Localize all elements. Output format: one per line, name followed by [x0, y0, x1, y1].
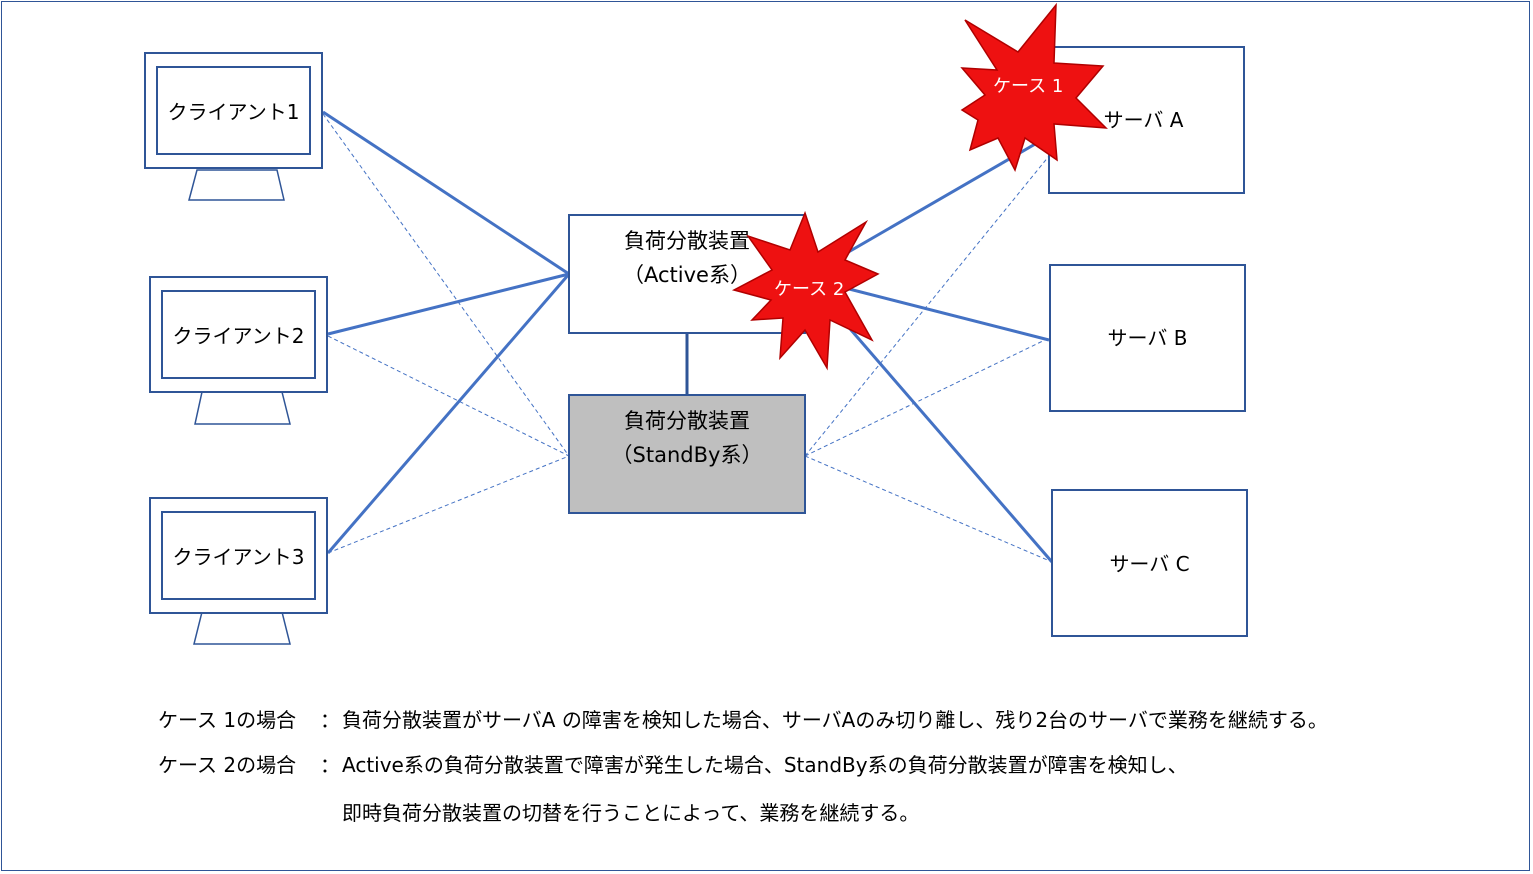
link-client3-active — [326, 273, 571, 554]
load-balancer-standby: 負荷分散装置 （StandBy系） — [568, 394, 806, 514]
link-client2-active — [327, 272, 570, 336]
dashed-link-standby-serverB — [804, 337, 1050, 457]
note-case1-separator: ： — [320, 708, 340, 732]
standby-lb-name: 負荷分散装置 — [624, 409, 750, 433]
note-case2-title: ケース 2の場合 — [158, 753, 297, 777]
client3-label: クライアント3 — [161, 511, 316, 600]
note-case1-text: 負荷分散装置がサーバA の障害を検知した場合、サーバAのみ切り離し、残り2台のサ… — [342, 708, 1328, 732]
active-lb-name: 負荷分散装置 — [624, 229, 750, 253]
dashed-link-standby-serverA — [804, 155, 1050, 457]
case2-label: ケース 2 — [774, 279, 845, 300]
client2-monitor-icon: クライアント2 — [149, 276, 328, 393]
server-a-label: サーバ A — [1103, 107, 1184, 132]
client1-stand-icon — [188, 169, 285, 201]
dashed-link-client1-standby — [322, 113, 570, 457]
dashed-link-client3-standby — [327, 455, 570, 554]
server-c: サーバ C — [1051, 489, 1248, 637]
case2-burst-icon — [731, 210, 880, 371]
client2-label: クライアント2 — [161, 290, 316, 379]
note-case2-text: Active系の負荷分散装置で障害が発生した場合、StandBy系の負荷分散装置… — [342, 753, 1188, 777]
note-case2-separator: ： — [320, 753, 340, 777]
server-b: サーバ B — [1049, 264, 1246, 412]
client1-monitor-icon: クライアント1 — [144, 52, 323, 169]
dashed-link-standby-serverC — [804, 455, 1053, 563]
note-case1-title: ケース 1の場合 — [158, 708, 297, 732]
server-c-label: サーバ C — [1109, 551, 1190, 576]
dashed-link-client2-standby — [327, 335, 570, 457]
link-client1-active — [322, 110, 570, 276]
server-b-label: サーバ B — [1107, 325, 1188, 350]
client1-label: クライアント1 — [156, 66, 311, 155]
case1-burst-icon — [960, 2, 1108, 172]
client3-monitor-icon: クライアント3 — [149, 497, 328, 614]
standby-lb-mode: （StandBy系） — [611, 443, 763, 467]
active-lb-mode: （Active系） — [623, 263, 751, 287]
case1-label: ケース 1 — [993, 76, 1064, 97]
note-case2-text-continued: 即時負荷分散装置の切替を行うことによって、業務を継続する。 — [342, 801, 920, 825]
